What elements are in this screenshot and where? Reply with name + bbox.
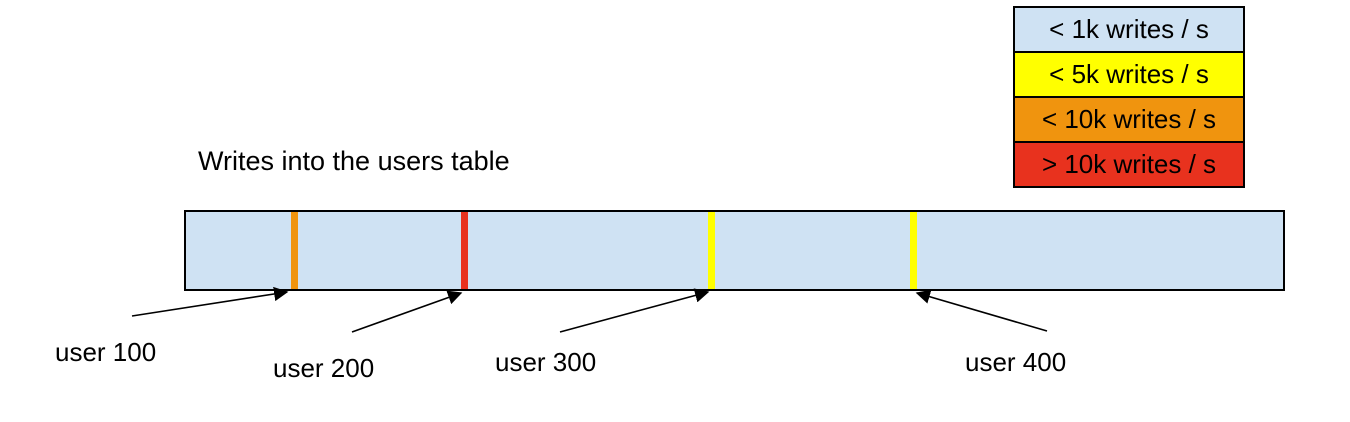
users-table-bar [184, 210, 1285, 291]
label-user-100: user 100 [55, 337, 157, 367]
legend-item-lt-10k: < 10k writes / s [1013, 96, 1245, 143]
arrow-user-400 [915, 289, 1048, 332]
diagram-title: Writes into the users table [198, 146, 510, 176]
legend-item-lt-5k: < 5k writes / s [1013, 51, 1245, 98]
legend-item-lt-1k: < 1k writes / s [1013, 6, 1245, 53]
write-marker-user-300 [708, 212, 716, 289]
legend-item-gt-10k: > 10k writes / s [1013, 141, 1245, 188]
label-user-400: user 400 [965, 347, 1067, 377]
label-user-200: user 200 [273, 353, 375, 383]
legend: < 1k writes / s < 5k writes / s < 10k wr… [1013, 6, 1245, 188]
arrow-user-200 [351, 290, 463, 333]
write-marker-user-400 [910, 212, 918, 289]
write-marker-user-200 [460, 212, 468, 289]
arrow-user-100 [131, 286, 289, 317]
write-marker-user-100 [290, 212, 298, 289]
label-user-300: user 300 [495, 347, 597, 377]
arrow-user-300 [559, 288, 710, 333]
